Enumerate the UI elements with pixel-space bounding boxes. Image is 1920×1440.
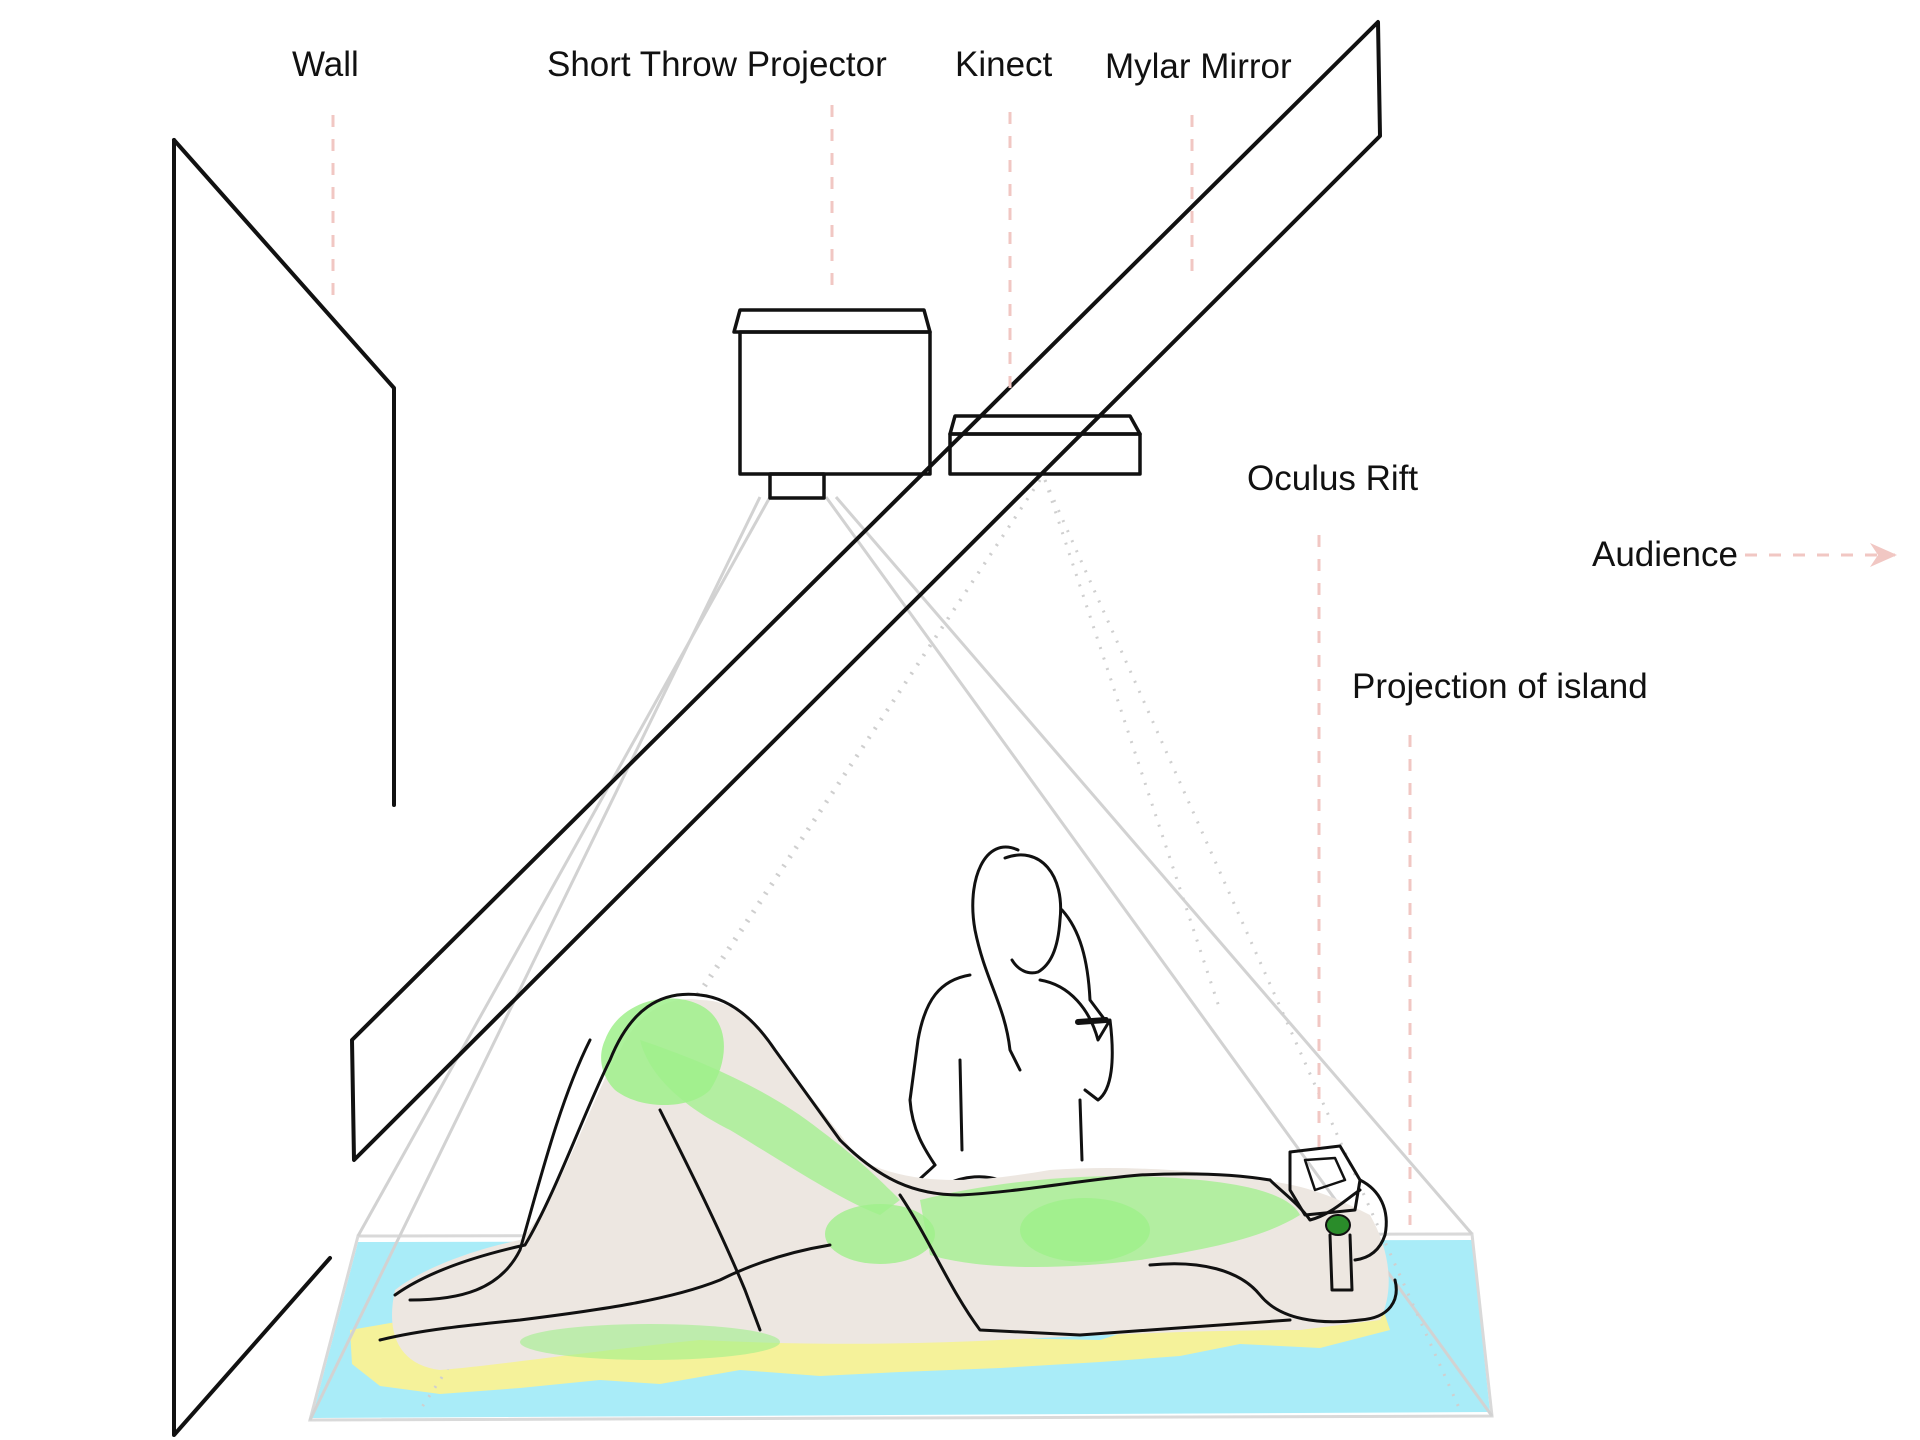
projector xyxy=(732,308,932,500)
label-wall: Wall xyxy=(292,45,359,84)
participant-leg-lower xyxy=(378,1243,832,1342)
leader-lines xyxy=(331,105,1897,1225)
kinect-beam-left-inner xyxy=(688,479,1042,1011)
wall-upper xyxy=(172,138,396,807)
headset-cable xyxy=(1328,1233,1354,1292)
labels: Wall Short Throw Projector Kinect Mylar … xyxy=(292,45,1738,706)
mirror-panel xyxy=(350,20,1382,1162)
label-oculus: Oculus Rift xyxy=(1247,459,1418,498)
headset-lens xyxy=(1303,1156,1347,1192)
guide-torso-sides xyxy=(958,1058,1084,1162)
headset-sensor xyxy=(1325,1214,1351,1236)
tracking-shin xyxy=(640,1040,900,1215)
tracking-torso xyxy=(920,1176,1300,1267)
label-audience: Audience xyxy=(1592,535,1738,574)
sitting-guide xyxy=(903,845,1114,1202)
lying-participant xyxy=(378,992,1398,1370)
projector-beam-right-back xyxy=(834,496,1474,1235)
tracking-legs xyxy=(520,1324,780,1360)
guide-hair xyxy=(971,845,1022,1072)
participant-arm xyxy=(1148,1262,1398,1324)
projector-top xyxy=(732,308,932,334)
guide-back xyxy=(908,973,972,1167)
guide-face xyxy=(1003,853,1063,975)
participant-head xyxy=(1353,1178,1388,1262)
projector-beam-left-back xyxy=(356,496,772,1237)
headset-body xyxy=(1288,1144,1362,1217)
participant-leg-upper xyxy=(393,992,842,1297)
kinect-body xyxy=(948,432,1142,476)
participant-chest-line xyxy=(838,1138,1272,1197)
label-projector: Short Throw Projector xyxy=(547,45,887,84)
projector-body xyxy=(738,330,932,476)
guide-wristband xyxy=(1075,1017,1109,1025)
audience-arrow-head xyxy=(1870,543,1897,567)
label-mirror: Mylar Mirror xyxy=(1105,47,1292,86)
wall-panel xyxy=(172,138,396,1437)
tracking-hand xyxy=(825,1204,935,1264)
label-kinect: Kinect xyxy=(955,45,1053,84)
kinect-beam-right xyxy=(1043,479,1462,1411)
participant-thigh xyxy=(658,1108,762,1332)
mylar-mirror xyxy=(350,20,1382,1162)
wall-lower xyxy=(172,138,332,1437)
oculus-headset xyxy=(1288,1144,1388,1292)
label-projection: Projection of island xyxy=(1352,667,1648,706)
participant-neck xyxy=(1268,1178,1362,1222)
participant-leg-inner xyxy=(408,1038,592,1302)
guide-torso-right xyxy=(1038,978,1114,1102)
participant-body-shade xyxy=(392,999,1389,1370)
projector-lens xyxy=(768,472,826,500)
guide-raised-arm xyxy=(1060,908,1107,1022)
kinect-beam-right-inner xyxy=(1043,479,1222,1011)
kinect-sensor xyxy=(948,414,1142,476)
participant-hip xyxy=(898,1193,1292,1337)
